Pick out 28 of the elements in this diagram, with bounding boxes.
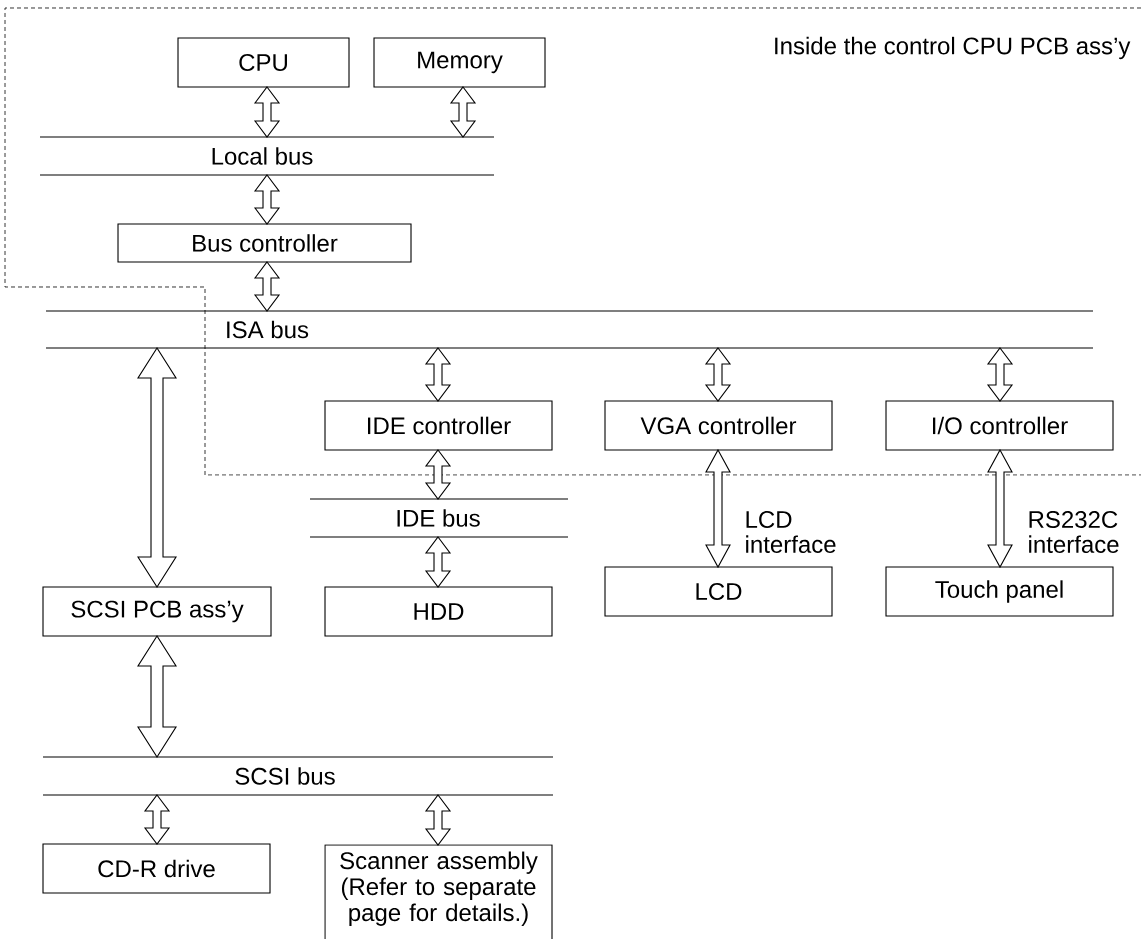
block-box: IDE controller [324,400,553,451]
double-arrow [253,86,281,138]
bus-band: IDE bus [309,498,569,538]
block-box: CPU [177,37,350,88]
double-arrow [253,261,281,312]
block-box: I/O controller [885,400,1114,451]
bus-band: Local bus [39,136,495,176]
double-arrow [253,174,281,225]
double-arrow [143,794,171,845]
double-arrow [424,794,452,846]
double-arrow [424,536,452,588]
edge-label: RS232C interface [1029,511,1119,553]
block-box: CD-R drive [42,843,271,894]
block-box: HDD [324,586,553,637]
block-box: SCSI PCB ass’y [42,586,272,637]
block-box: Memory [373,37,546,88]
double-arrow [424,347,452,402]
block-box: Scanner assembly (Refer to separate page for details.) [324,844,553,939]
double-arrow [449,86,477,138]
bus-band: SCSI bus [42,756,554,796]
block-box: VGA controller [604,400,833,451]
double-arrow [424,449,452,500]
block-box: Bus controller [117,223,412,263]
edge-label: LCD interface [746,511,836,553]
block-box: LCD [604,566,833,617]
block-box: Touch panel [885,566,1114,617]
double-arrow [704,347,732,402]
double-arrow [986,347,1014,402]
